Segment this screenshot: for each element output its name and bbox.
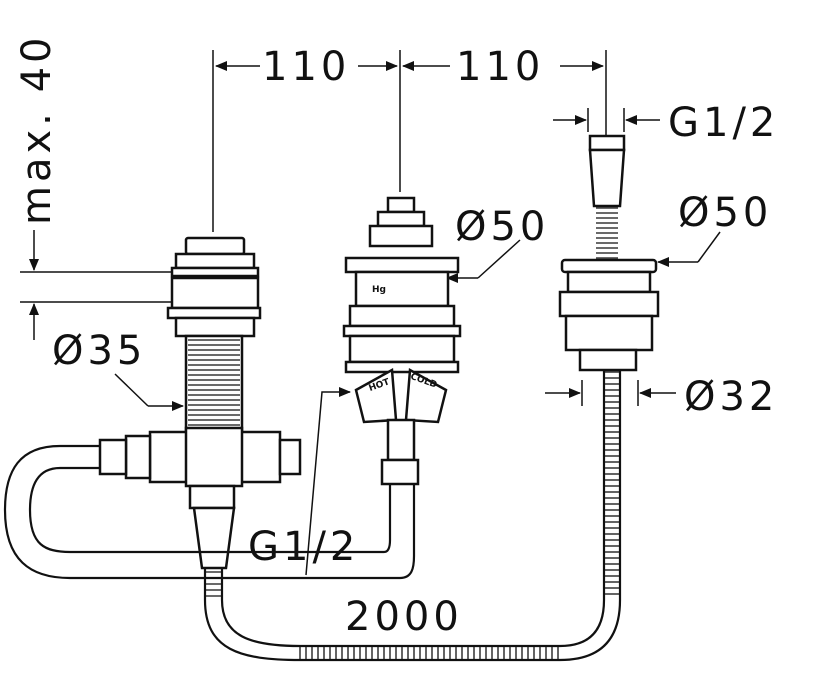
dimension-dia35: Ø35 bbox=[52, 328, 146, 374]
leader-dia50-mid bbox=[477, 239, 521, 279]
left-valve-body bbox=[166, 236, 262, 434]
dimension-dia32: Ø32 bbox=[684, 374, 778, 420]
dimension-110-right: 110 bbox=[456, 44, 544, 90]
dimension-g12-bottom: G1/2 bbox=[248, 524, 359, 570]
dimension-spacing-lines bbox=[212, 50, 607, 232]
dimension-max-40: max. 40 bbox=[14, 34, 60, 225]
dimension-dia50-mid: Ø50 bbox=[455, 204, 549, 250]
dimension-thread-top-lines bbox=[553, 108, 660, 132]
middle-valve-body bbox=[342, 196, 462, 486]
leader-dia50-right bbox=[697, 231, 721, 263]
dimension-dia50-right: Ø50 bbox=[678, 190, 772, 236]
long-hose-ribs bbox=[205, 371, 620, 660]
dimension-dia32-lines bbox=[545, 380, 676, 406]
right-spout-body bbox=[558, 134, 660, 372]
dimension-hose-2000: 2000 bbox=[345, 594, 463, 640]
dimension-110-left: 110 bbox=[262, 44, 350, 90]
left-loop-hose bbox=[3, 444, 416, 580]
leader-g12-bottom bbox=[305, 387, 351, 576]
dimension-g12-top: G1/2 bbox=[668, 100, 779, 146]
leader-dia35 bbox=[114, 373, 149, 407]
top-hose-ribs bbox=[596, 207, 618, 259]
valve-brand-label: Hg bbox=[372, 285, 386, 295]
dimension-max-depth-lines bbox=[20, 230, 175, 340]
